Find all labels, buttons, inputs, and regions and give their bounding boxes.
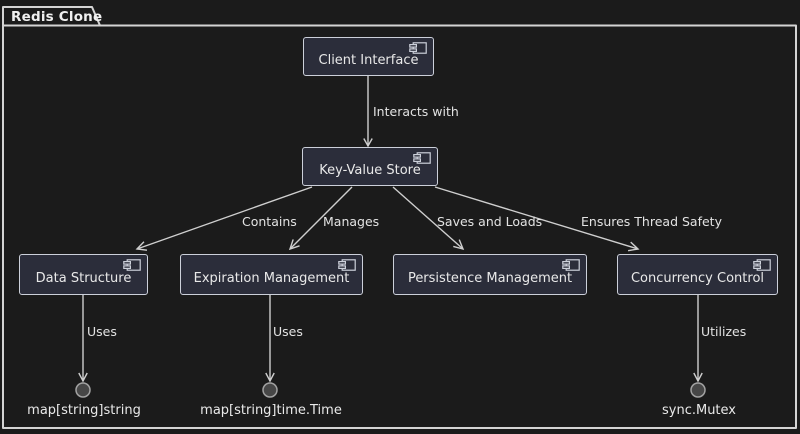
edge-uses-map-string-time: [265, 295, 275, 383]
edge-utilizes-sync-mutex: [693, 295, 703, 383]
node-label: Data Structure: [35, 270, 132, 286]
component-icon: [409, 42, 427, 54]
node-persistence-management: Persistence Management: [393, 254, 587, 295]
edge-contains: [135, 186, 313, 251]
edge-label-manages: Manages: [323, 214, 380, 229]
edge-label-uses-2: Uses: [273, 324, 303, 339]
edge-saves-and-loads: [392, 186, 465, 251]
component-icon: [413, 152, 431, 164]
component-icon: [753, 259, 771, 271]
edge-label-contains: Contains: [242, 214, 297, 229]
edge-label-utilizes: Utilizes: [701, 324, 747, 339]
interface-label-sync-mutex: sync.Mutex: [661, 403, 737, 418]
edge-label-interacts-with: Interacts with: [373, 104, 459, 119]
edge-interacts-with: [363, 76, 373, 148]
interface-circle-map-string-string: [75, 382, 91, 398]
edge-label-saves-and-loads: Saves and Loads: [437, 214, 543, 229]
edge-label-uses-1: Uses: [87, 324, 117, 339]
node-label: Client Interface: [318, 52, 419, 68]
node-expiration-management: Expiration Management: [180, 254, 363, 295]
node-client-interface: Client Interface: [303, 37, 434, 76]
interface-circle-map-string-time: [262, 382, 278, 398]
edge-manages: [288, 186, 353, 251]
edge-label-ensures-thread-safety: Ensures Thread Safety: [581, 214, 722, 229]
interface-label-map-string-string: map[string]string: [27, 403, 141, 418]
frame-border: [2, 6, 797, 429]
edge-uses-map-string-string: [78, 295, 88, 383]
node-label: Expiration Management: [193, 270, 350, 286]
component-icon: [123, 259, 141, 271]
component-icon: [338, 259, 356, 271]
frame-title: Redis Clone: [11, 9, 103, 25]
node-label: Key-Value Store: [319, 162, 421, 178]
interface-label-map-string-time: map[string]time.Time: [200, 403, 342, 418]
node-label: Persistence Management: [407, 270, 573, 286]
node-concurrency-control: Concurrency Control: [617, 254, 778, 295]
component-icon: [562, 259, 580, 271]
interface-circle-sync-mutex: [690, 382, 706, 398]
node-label: Concurrency Control: [630, 270, 765, 286]
node-key-value-store: Key-Value Store: [302, 147, 438, 186]
node-data-structure: Data Structure: [19, 254, 148, 295]
edge-ensures-thread-safety: [434, 186, 640, 252]
